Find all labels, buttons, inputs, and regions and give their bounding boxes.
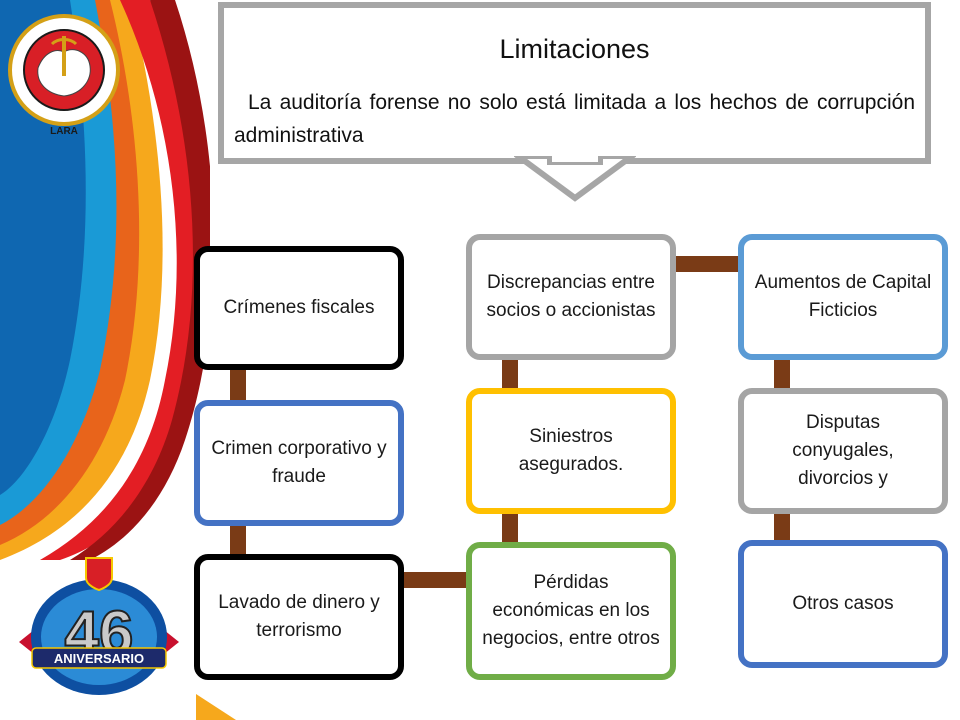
anniversary-emblem: 46 ANIVERSARIO (19, 557, 179, 695)
connector (774, 512, 790, 544)
box-discrepancias: Discrepancias entre socios o accionistas (466, 234, 676, 360)
callout-title: Limitaciones (499, 34, 650, 64)
box-siniestros: Siniestros asegurados. (466, 388, 676, 514)
box-lavado-dinero: Lavado de dinero y terrorismo (194, 554, 404, 680)
connector (774, 358, 790, 390)
decorative-banner (0, 0, 210, 560)
callout-pointer (514, 156, 636, 202)
callout-text: La auditoría forense no solo está limita… (234, 91, 915, 147)
limitations-callout: Limitaciones La auditoría forense no sol… (218, 2, 931, 202)
callout-box: Limitaciones La auditoría forense no sol… (218, 2, 931, 164)
connector (404, 572, 470, 588)
connector (502, 512, 518, 544)
connector (502, 358, 518, 390)
box-otros-casos: Otros casos (738, 540, 948, 668)
corner-decoration (196, 694, 236, 720)
box-perdidas-economicas: Pérdidas económicas en los negocios, ent… (466, 542, 676, 680)
box-disputas-conyugales: Disputas conyugales, divorcios y (738, 388, 948, 514)
institution-seal-logo: LARA (8, 14, 120, 137)
connector (230, 368, 246, 404)
svg-text:LARA: LARA (50, 126, 78, 137)
connector (230, 524, 246, 556)
box-aumentos-capital: Aumentos de Capital Ficticios (738, 234, 948, 360)
connector (676, 256, 742, 272)
box-crimenes-fiscales: Crímenes fiscales (194, 246, 404, 370)
svg-text:ANIVERSARIO: ANIVERSARIO (54, 651, 144, 666)
box-crimen-corporativo: Crimen corporativo y fraude (194, 400, 404, 526)
